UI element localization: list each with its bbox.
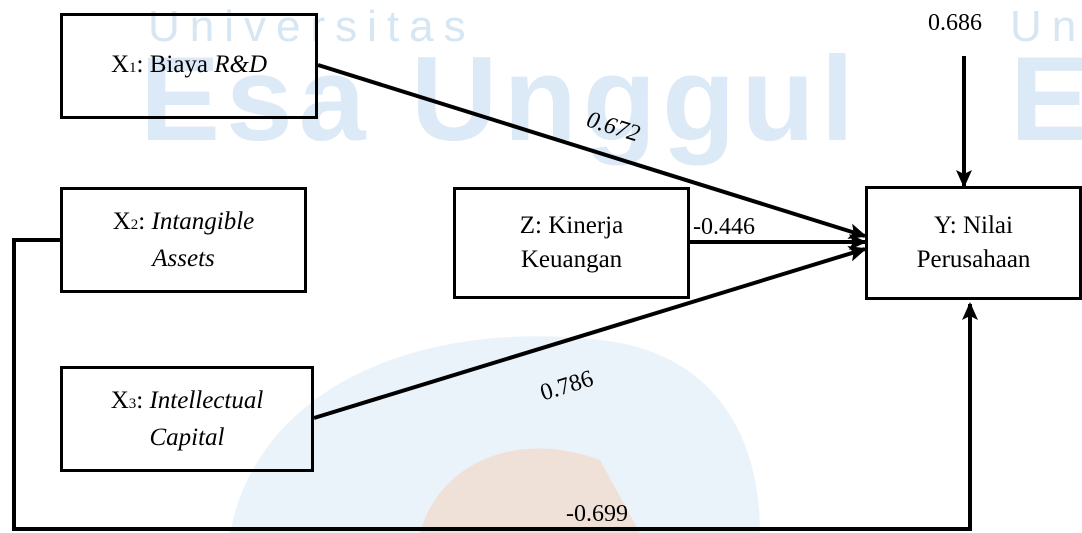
node-x1-text: : Biaya	[136, 50, 215, 78]
node-x3-intellectual-capital: X3: Intellectual Capital	[60, 366, 314, 472]
node-x2-line1: X2: Intangible	[113, 205, 255, 242]
node-x2-subscript: 2	[130, 216, 139, 233]
watermark-text-small-right: Un	[1010, 2, 1082, 51]
node-x3-line2: Capital	[149, 421, 224, 455]
watermark-text-large: Esa Unggul	[140, 32, 861, 166]
node-x2-italic-line2: Assets	[152, 244, 215, 272]
node-x1-italic: R&D	[214, 50, 268, 78]
watermark-text-small: Universitas	[148, 2, 476, 51]
node-x1-label: X1: Biaya R&D	[111, 48, 267, 85]
node-y-line2: Perusahaan	[916, 246, 1031, 273]
node-z-financial-performance: Z: Kinerja Keuangan	[453, 187, 690, 299]
path-x1-y	[317, 63, 867, 239]
path-x3-y	[313, 246, 867, 420]
node-x2-line2: Assets	[152, 242, 215, 276]
node-z-line1: Z: Kinerja	[519, 212, 624, 239]
node-x3-line1: X3: Intellectual	[111, 384, 264, 421]
node-x2-intangible-assets: X2: Intangible Assets	[60, 187, 307, 293]
watermark-logo-arc	[420, 448, 640, 533]
node-x3-separator: :	[136, 386, 150, 414]
node-x2-prefix: X	[112, 207, 131, 235]
coef-error-y: 0.686	[928, 10, 982, 36]
node-x3-italic-line2: Capital	[149, 423, 225, 451]
node-x3-subscript: 3	[128, 395, 137, 412]
coef-z-y: -0.446	[693, 214, 755, 240]
watermark-logo-swoosh	[230, 336, 760, 533]
coef-x2-y: -0.699	[566, 501, 628, 527]
node-x3-prefix: X	[110, 386, 129, 414]
node-y-line1: Y: Nilai	[934, 212, 1013, 239]
node-x1-prefix: X	[110, 50, 129, 78]
path-x2-y	[12, 238, 978, 531]
node-y-firm-value: Y: Nilai Perusahaan	[865, 186, 1082, 300]
watermark-text-large-right: E	[1010, 32, 1082, 166]
node-x3-italic-line1: Intellectual	[149, 386, 264, 414]
node-x2-italic-line1: Intangible	[151, 207, 255, 235]
node-x1-subscript: 1	[129, 59, 137, 76]
node-z-line2: Keuangan	[520, 246, 623, 273]
node-x1-research-development-cost: X1: Biaya R&D	[60, 13, 318, 119]
node-x2-separator: :	[138, 207, 152, 235]
